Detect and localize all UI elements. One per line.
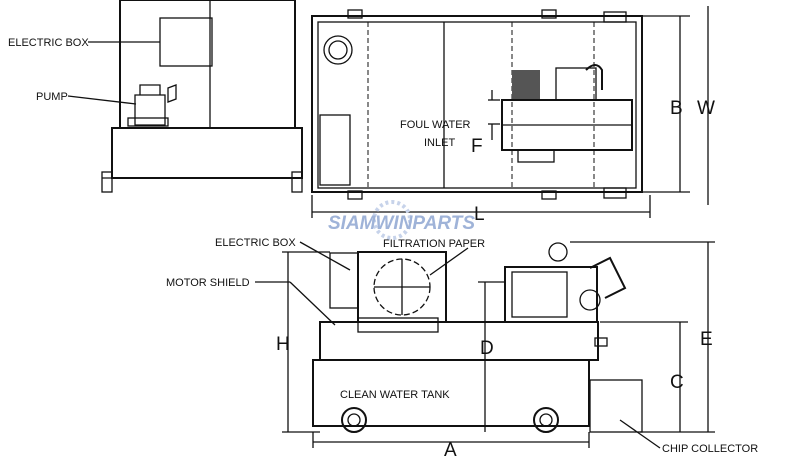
watermark-logo: SIAMWINPARTS	[328, 213, 475, 234]
wheel	[341, 407, 367, 433]
dim-C: C	[670, 372, 684, 393]
label-electric-box-side: ELECTRIC BOX	[215, 237, 296, 249]
dim-D: D	[480, 338, 494, 359]
dim-E: E	[700, 329, 713, 350]
wheel	[533, 407, 559, 433]
watermark-gear-icon	[372, 200, 412, 240]
dim-B: B	[670, 98, 683, 119]
dim-A: A	[444, 440, 457, 459]
label-clean-water-tank: CLEAN WATER TANK	[340, 389, 450, 401]
label-chip-collector: CHIP COLLECTOR	[662, 443, 758, 455]
dim-W: W	[697, 98, 715, 119]
label-foul-water: FOUL WATER	[400, 119, 471, 131]
front-view	[67, 0, 303, 193]
chip-collector-box	[589, 379, 643, 433]
side-view	[255, 241, 715, 449]
electric-box-front	[159, 17, 213, 67]
mesh-area	[512, 70, 540, 100]
label-motor-shield: MOTOR SHIELD	[166, 277, 250, 289]
dim-L: L	[474, 204, 485, 225]
label-pump: PUMP	[36, 91, 68, 103]
label-filtration-paper: FILTRATION PAPER	[383, 238, 485, 250]
pump-shape	[134, 84, 177, 126]
label-inlet: INLET	[424, 137, 455, 149]
dim-F: F	[471, 136, 483, 157]
top-view	[311, 6, 709, 218]
dim-H: H	[276, 334, 290, 355]
label-electric-box-front: ELECTRIC BOX	[8, 37, 89, 49]
